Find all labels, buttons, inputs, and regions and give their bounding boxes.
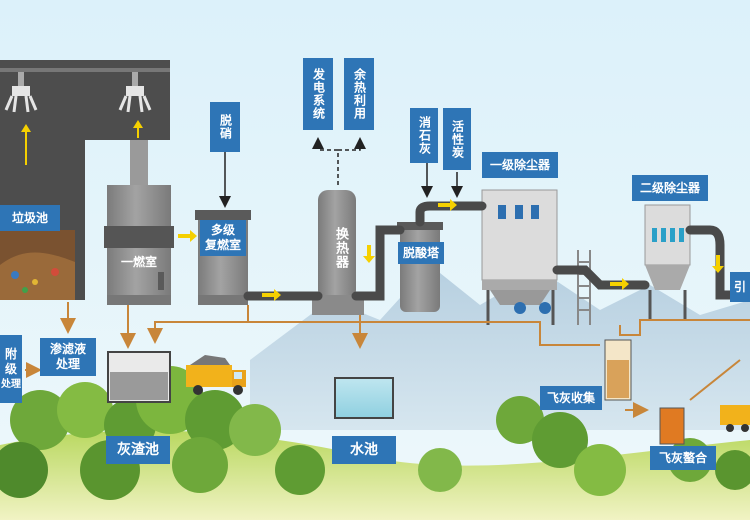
label-left-partial: 附 级 处理 [0, 335, 22, 403]
dump-truck-right [720, 405, 750, 432]
deacid-tower [397, 222, 443, 312]
flow-arrows [178, 199, 724, 301]
label-fly-ash-collection: 飞灰收集 [540, 386, 602, 410]
label-primary-chamber: 一燃室 [120, 255, 157, 269]
label-heat-exchanger: 换热器 [333, 226, 348, 269]
label-garbage-pit: 垃圾池 [0, 205, 60, 231]
label-activated-carbon: 活性炭 [443, 108, 471, 170]
label-waste-heat: 余热利用 [344, 58, 374, 130]
label-dust-collector-2: 二级除尘器 [632, 175, 708, 201]
heat-exchanger [312, 190, 364, 315]
label-left-partial-line3: 处理 [1, 378, 21, 390]
label-leachate: 渗滤液 处理 [40, 338, 96, 376]
ash-pit-tank [107, 351, 171, 403]
label-dust-collector-1: 一级除尘器 [482, 152, 558, 178]
label-lime: 消石灰 [410, 108, 438, 163]
label-deacid-tower: 脱酸塔 [398, 242, 444, 264]
label-water-pool: 水池 [332, 436, 396, 464]
label-leachate-line1: 渗滤液 [49, 342, 86, 356]
primary-chamber [104, 140, 174, 305]
label-left-partial-line2: 级 [4, 361, 17, 376]
dump-truck [186, 355, 246, 395]
label-multi-stage: 多级 复燃室 [200, 220, 246, 256]
fly-ash-silos [604, 339, 685, 445]
label-fly-ash-chelation: 飞灰螯合 [650, 446, 716, 470]
input-arrows [219, 137, 463, 208]
dust-collector-1 [481, 189, 591, 325]
label-denitration: 脱硝 [210, 102, 240, 152]
label-multi-stage-line2: 复燃室 [204, 238, 241, 252]
flue-pipes [243, 201, 735, 301]
water-lines [25, 302, 750, 418]
label-power-generation: 发电系统 [303, 58, 333, 130]
label-ash-pit: 灰渣池 [106, 436, 170, 464]
label-leachate-line2: 处理 [55, 357, 80, 371]
label-multi-stage-line1: 多级 [210, 223, 235, 237]
label-induced-fan: 引 [730, 272, 750, 302]
label-left-partial-line1: 附 [4, 346, 17, 361]
water-pool-tank [334, 377, 394, 419]
